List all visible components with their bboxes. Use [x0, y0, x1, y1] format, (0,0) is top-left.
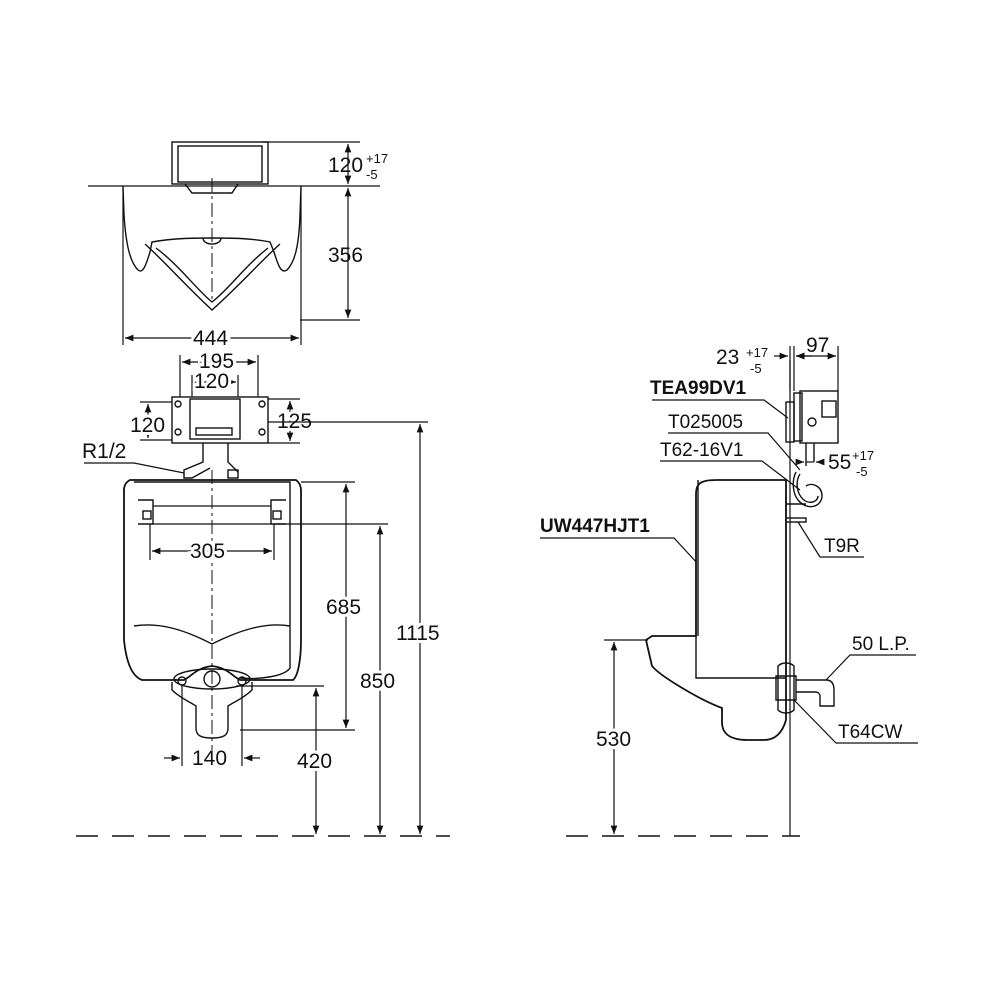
dim-spud-plus: +17	[852, 448, 874, 463]
thread-leader	[84, 462, 185, 474]
label-part-a: T025005	[668, 412, 743, 433]
side-trap-pipe	[775, 662, 835, 714]
leader-part-b	[660, 460, 801, 491]
front-valve-plate	[171, 396, 269, 479]
label-outlet: T64CW	[838, 722, 902, 743]
top-bowl-basin	[144, 243, 281, 311]
front-inner-rim	[134, 481, 291, 680]
dim-depth: 356	[328, 244, 363, 267]
label-part-c: T9R	[824, 536, 860, 557]
label-trap: 50 L.P.	[852, 634, 910, 655]
side-view: 97 23 +17 -5 55 +17 -5 TEA99DV1 T025005 …	[540, 334, 918, 837]
dim-top-tol-plus: +17	[366, 151, 388, 166]
dim-hanger: 305	[190, 540, 225, 563]
side-bowl-line	[695, 636, 786, 679]
dim-outlet-spacing: 140	[192, 747, 227, 770]
dim-valve-inner: 120	[194, 370, 229, 393]
dim-valve-h-left: 120	[130, 414, 165, 437]
dim-lip-height: 530	[596, 728, 631, 751]
top-view: 120 +17 -5 356 444	[88, 141, 388, 353]
leader-urinal	[540, 537, 699, 565]
leader-part-c	[797, 521, 864, 558]
label-flush-valve: TEA99DV1	[650, 378, 747, 399]
leader-outlet	[793, 699, 918, 744]
dim-body-height: 685	[326, 596, 361, 619]
dim-valve-w: 195	[199, 350, 234, 373]
label-part-b: T62-16V1	[660, 440, 743, 461]
dim-spud-minus: -5	[856, 464, 868, 479]
dim-valve-depth: 97	[806, 334, 829, 357]
side-body-outline	[644, 479, 787, 741]
dim-outlet-height: 420	[297, 750, 332, 773]
top-drain	[202, 237, 222, 245]
label-urinal: UW447HJT1	[540, 516, 650, 537]
front-bowl-edge	[133, 624, 291, 645]
dim-valve-offset-plus: +17	[746, 345, 768, 360]
dim-valve-offset: 23	[716, 346, 739, 369]
dim-width: 444	[193, 327, 228, 350]
label-thread: R1/2	[82, 440, 126, 463]
dim-total-height: 1115	[396, 622, 440, 645]
dim-rim-height: 850	[360, 670, 395, 693]
leader-part-a	[668, 432, 801, 471]
dim-top-tol-minus: -5	[366, 167, 378, 182]
top-valve-box	[171, 141, 269, 194]
dim-valve-offset-minus: -5	[750, 361, 762, 376]
front-view: 195 120 120 125 R1/2	[76, 347, 450, 837]
leader-flush-valve	[652, 399, 789, 419]
dim-spud-offset: 55	[828, 451, 851, 474]
leader-trap	[825, 654, 916, 681]
dim-top-tol: 120	[328, 154, 363, 177]
